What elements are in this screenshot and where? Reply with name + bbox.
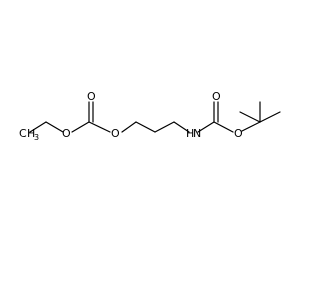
bond-c1-c2 xyxy=(135,121,156,133)
bond-n-carbamate-c xyxy=(197,121,215,133)
bond-o2-c1 xyxy=(121,121,137,133)
bond-o-carbonate-c xyxy=(71,121,90,133)
bond-carbonate-c-o2 xyxy=(88,121,111,133)
carbonate-carbonyl-oxygen: O xyxy=(87,90,96,103)
carbamate-ester-oxygen: O xyxy=(234,127,243,140)
carbonate-ester-oxygen-1: O xyxy=(62,127,71,140)
bond-c2-c3 xyxy=(154,121,175,133)
bond-ch2-o xyxy=(45,121,64,133)
amine-nitrogen-label: N xyxy=(193,127,201,140)
carbamate-carbonyl-oxygen: O xyxy=(212,90,221,103)
bond-carbamate-c-o xyxy=(213,121,234,133)
bond-tbu-c-me3 xyxy=(259,111,281,123)
bond-tbu-c-me2 xyxy=(239,111,261,123)
ethyl-carbon-label: C xyxy=(19,127,27,140)
molecule-structure: C H 3 O O O H N O O xyxy=(19,90,281,142)
ethyl-hydrogen-label: H xyxy=(27,127,35,140)
bond-ch3-ch2 xyxy=(29,121,47,133)
ethyl-hydrogen-count: 3 xyxy=(34,133,39,142)
bond-o-tbu-c xyxy=(241,121,261,132)
amine-hydrogen-label: H xyxy=(186,127,194,140)
carbonate-ester-oxygen-2: O xyxy=(111,127,120,140)
bond-c3-n xyxy=(173,121,190,133)
